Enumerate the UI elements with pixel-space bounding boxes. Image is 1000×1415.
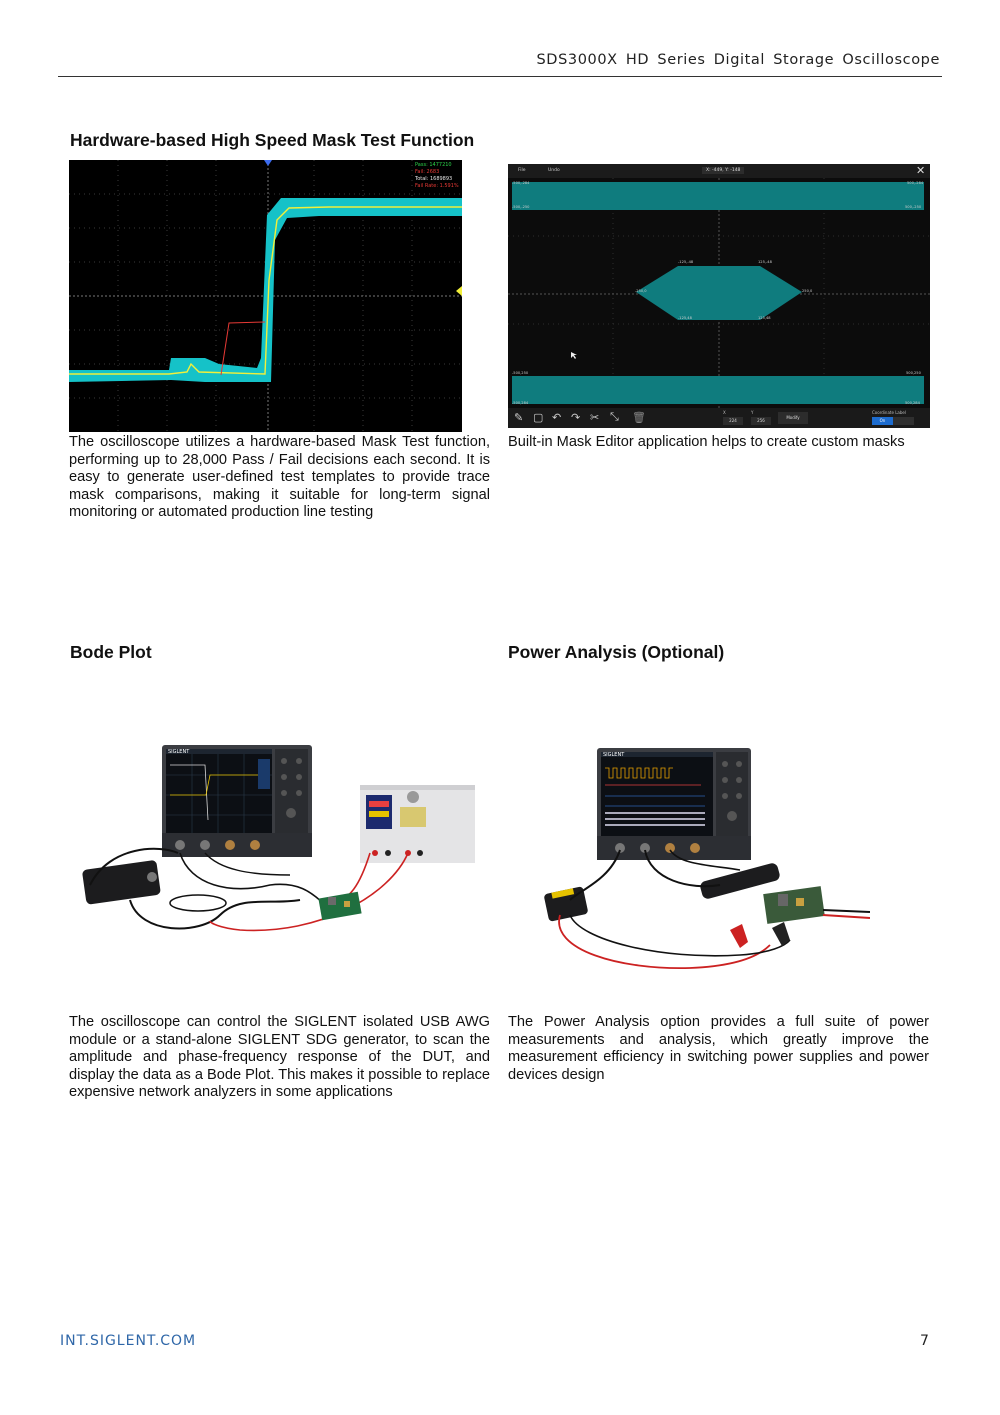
mask-test-waveform [69, 160, 462, 432]
mask-editor-coordinate-readout: X: -449, Y: -148 [702, 167, 745, 174]
mask-label: 500,284 [905, 401, 920, 405]
mask-label: 125,48 [758, 316, 771, 320]
bode-setup-photo: SIGLENT [82, 745, 475, 932]
mask-test-description: The oscilloscope utilizes a hardware-bas… [69, 434, 490, 520]
mask-editor-description: Built-in Mask Editor application helps t… [508, 434, 905, 450]
document-header-title: SDS3000X HD Series Digital Storage Oscil… [536, 52, 940, 68]
undo-icon[interactable]: ↶ [552, 412, 562, 424]
coordinate-label-toggle[interactable]: On [872, 417, 914, 425]
power-analysis-setup-photo: SIGLENT [544, 748, 870, 969]
mask-label: -250,0 [635, 289, 647, 293]
mask-test-screenshot: Pass: 1477210 Fail: 2683 Total: 1689893 … [69, 160, 462, 432]
y-field-label: Y [751, 410, 754, 415]
mask-label: 500,-284 [907, 181, 924, 185]
footer-website[interactable]: INT.SIGLENT.COM [60, 1333, 197, 1349]
mask-label: -500,284 [512, 401, 529, 405]
modify-button[interactable]: Modify [778, 412, 808, 424]
power-analysis-heading: Power Analysis (Optional) [508, 642, 725, 662]
close-icon[interactable]: ✕ [916, 165, 926, 177]
coordinate-label-caption: Coordinate Label [872, 410, 906, 415]
mask-label: 500,250 [906, 371, 921, 375]
mask-total-count: Total: 1689893 [415, 176, 453, 182]
mask-label: -125,48 [678, 316, 692, 320]
mask-editor-file-menu[interactable]: File [518, 168, 526, 173]
page-number: 7 [920, 1333, 929, 1349]
select-rect-icon[interactable]: ▢ [533, 412, 544, 424]
bode-scope-brand: SIGLENT [168, 749, 190, 755]
draw-tool-icon[interactable]: ✎ [514, 412, 524, 424]
power-scope-brand: SIGLENT [603, 752, 625, 758]
mask-fail-count: Fail: 2683 [415, 169, 440, 175]
bode-description: The oscilloscope can control the SIGLENT… [69, 1014, 490, 1100]
mask-label: 500,-250 [905, 205, 922, 209]
coordinate-label-on: On [872, 417, 893, 425]
mask-label: -500,250 [512, 371, 529, 375]
edit-tool-icon[interactable]: ✂ [590, 412, 600, 424]
bode-heading: Bode Plot [70, 642, 152, 662]
mask-editor-screenshot: File Undo X: -449, Y: -148 ✕ -500,-284 5… [508, 164, 930, 428]
power-analysis-description: The Power Analysis option provides a ful… [508, 1014, 929, 1083]
mask-pass-count: Pass: 1477210 [415, 162, 452, 168]
delete-icon[interactable]: 🗑 [632, 412, 646, 424]
mask-label: 125,-48 [758, 260, 772, 264]
mask-editor-undo-menu[interactable]: Undo [548, 168, 560, 173]
mask-label: 250,0 [802, 289, 813, 293]
mask-editor-canvas[interactable] [508, 178, 930, 414]
redo-icon[interactable]: ↷ [571, 412, 581, 424]
y-field-input[interactable]: 256 [751, 417, 771, 425]
resize-icon[interactable]: ⤡ [610, 411, 619, 423]
x-field-input[interactable]: 224 [723, 417, 743, 425]
mask-fail-rate: Fail Rate: 1.591% [415, 183, 459, 189]
mask-label: -500,-284 [512, 181, 530, 185]
mask-label: -125,-48 [678, 260, 694, 264]
mask-editor-menubar: File Undo X: -449, Y: -148 ✕ [508, 164, 930, 178]
header-divider [58, 76, 942, 77]
mask-test-heading: Hardware-based High Speed Mask Test Func… [70, 130, 475, 150]
mask-editor-toolbar: ✎ ▢ ↶ ↷ ✂ ⤡ 🗑 X 224 Y 256 Modify Coordin… [508, 408, 930, 428]
x-field-label: X [723, 410, 726, 415]
mask-label: -500,-250 [512, 205, 530, 209]
